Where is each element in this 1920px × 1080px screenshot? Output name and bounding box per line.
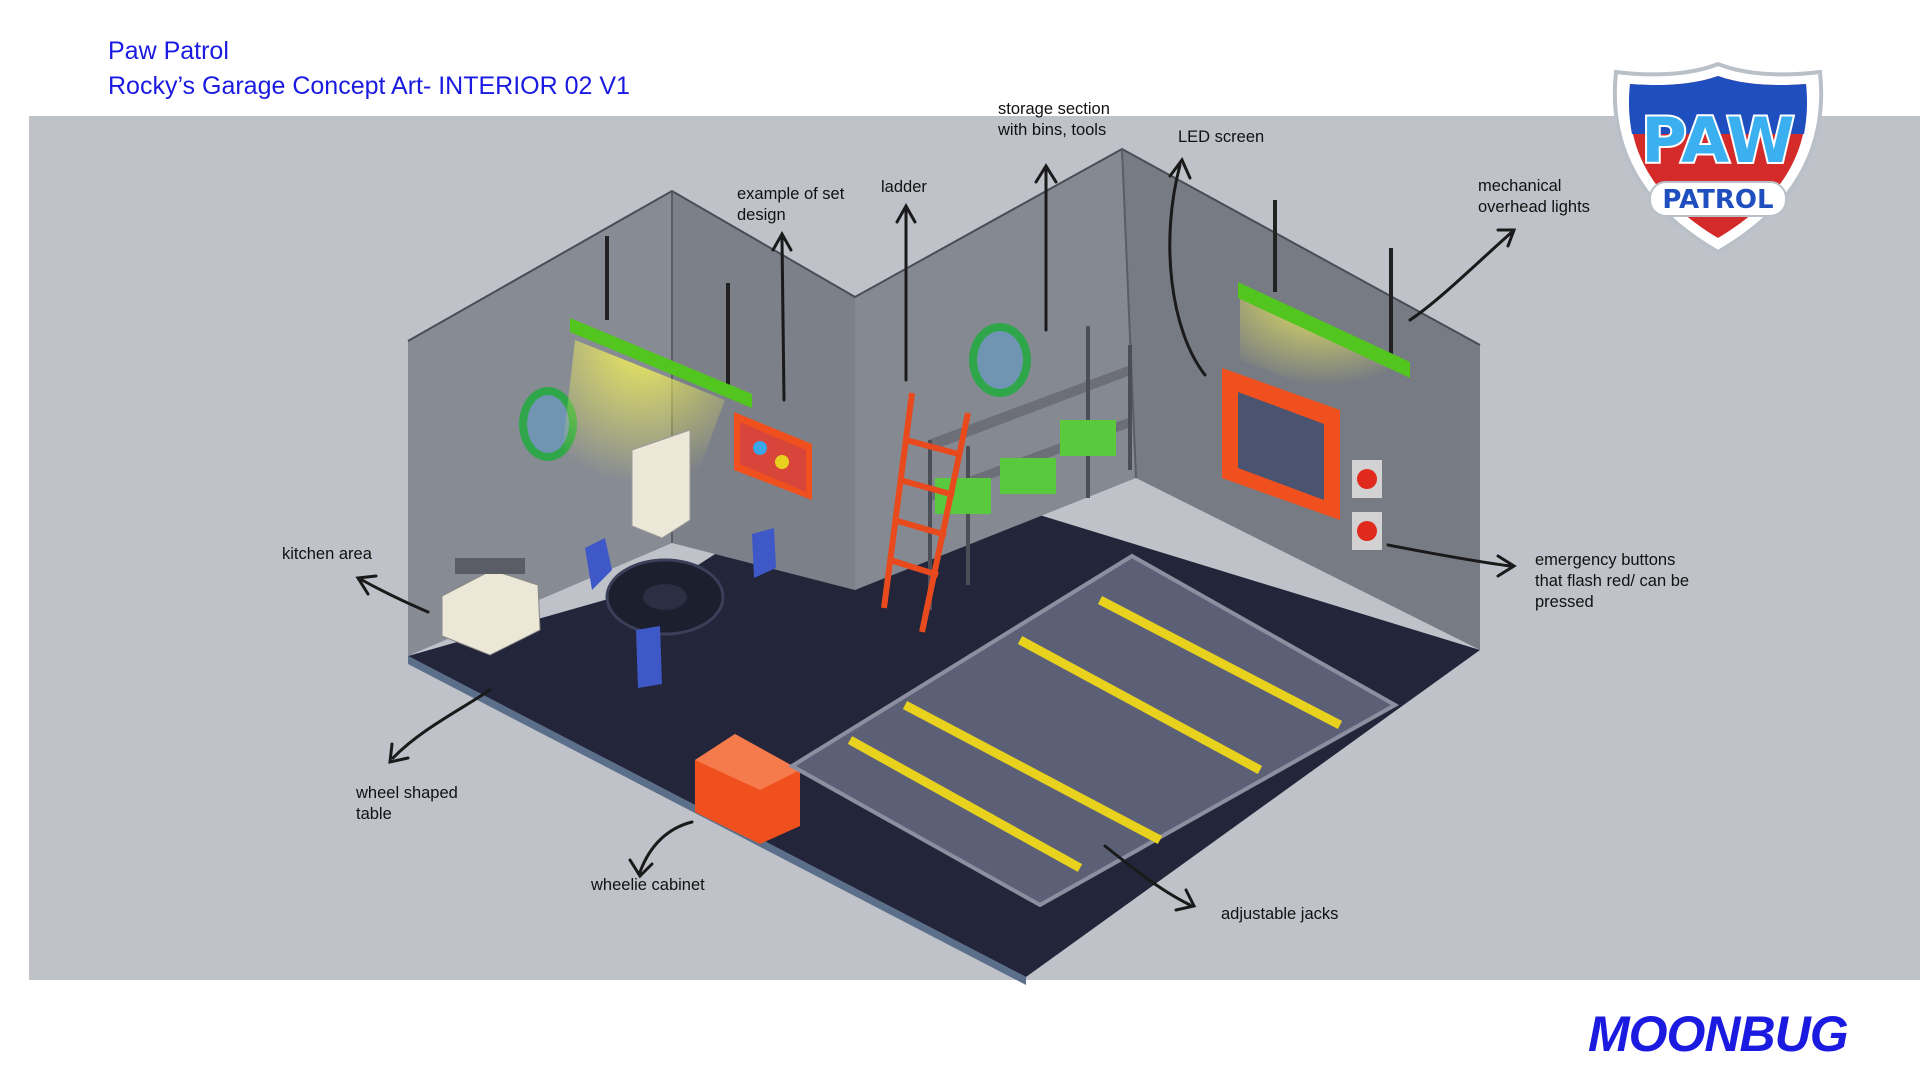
arrow-cabinet xyxy=(628,820,694,879)
arrow-ladder xyxy=(895,202,917,382)
note-emergency: emergency buttons that flash red/ can be… xyxy=(1535,551,1690,611)
chair-3 xyxy=(636,626,662,688)
moonbug-logo: MOONBUG xyxy=(1588,1006,1849,1062)
note-lights: mechanical overhead lights xyxy=(1478,177,1590,216)
bin-1 xyxy=(935,478,991,514)
note-jacks: adjustable jacks xyxy=(1221,905,1339,923)
note-table: wheel shaped table xyxy=(356,784,458,823)
project-title: Paw Patrol xyxy=(108,37,229,65)
note-led-screen: LED screen xyxy=(1178,128,1265,146)
note-cabinet: wheelie cabinet xyxy=(591,876,705,894)
chair-2 xyxy=(752,528,776,578)
emergency-button-bottom xyxy=(1357,521,1377,541)
note-storage: storage section with bins, tools xyxy=(998,100,1110,139)
note-set-design: example of set design xyxy=(737,185,845,224)
logo-patrol-text: PATROL xyxy=(1662,185,1773,215)
service-pit xyxy=(788,553,1400,908)
arrow-table xyxy=(388,688,492,764)
arrow-lights xyxy=(1408,228,1517,322)
arrow-led xyxy=(1168,157,1207,377)
arrow-storage xyxy=(1034,163,1058,332)
adjustable-jacks xyxy=(847,596,1343,872)
paw-patrol-logo: PAW PATROL xyxy=(1612,61,1824,255)
overhead-light-left xyxy=(570,318,752,408)
arrow-set-design xyxy=(771,230,793,402)
overhead-light-right xyxy=(1238,282,1410,378)
arrow-emergency xyxy=(1386,543,1517,578)
logo-paw-text: PAW xyxy=(1641,104,1794,177)
ladder xyxy=(881,392,971,633)
light-glow-right xyxy=(1240,290,1405,410)
note-ladder: ladder xyxy=(881,178,927,196)
fridge xyxy=(631,429,691,539)
arrow-jacks xyxy=(1103,844,1197,912)
chair-1 xyxy=(585,538,612,590)
sheet-subtitle: Rocky’s Garage Concept Art- INTERIOR 02 … xyxy=(108,72,630,100)
note-kitchen: kitchen area xyxy=(282,545,372,563)
bin-2 xyxy=(1000,458,1056,494)
emergency-button-top xyxy=(1357,469,1377,489)
arrow-kitchen xyxy=(355,574,430,614)
bin-3 xyxy=(1060,420,1116,456)
storage-shelf xyxy=(928,366,1128,452)
